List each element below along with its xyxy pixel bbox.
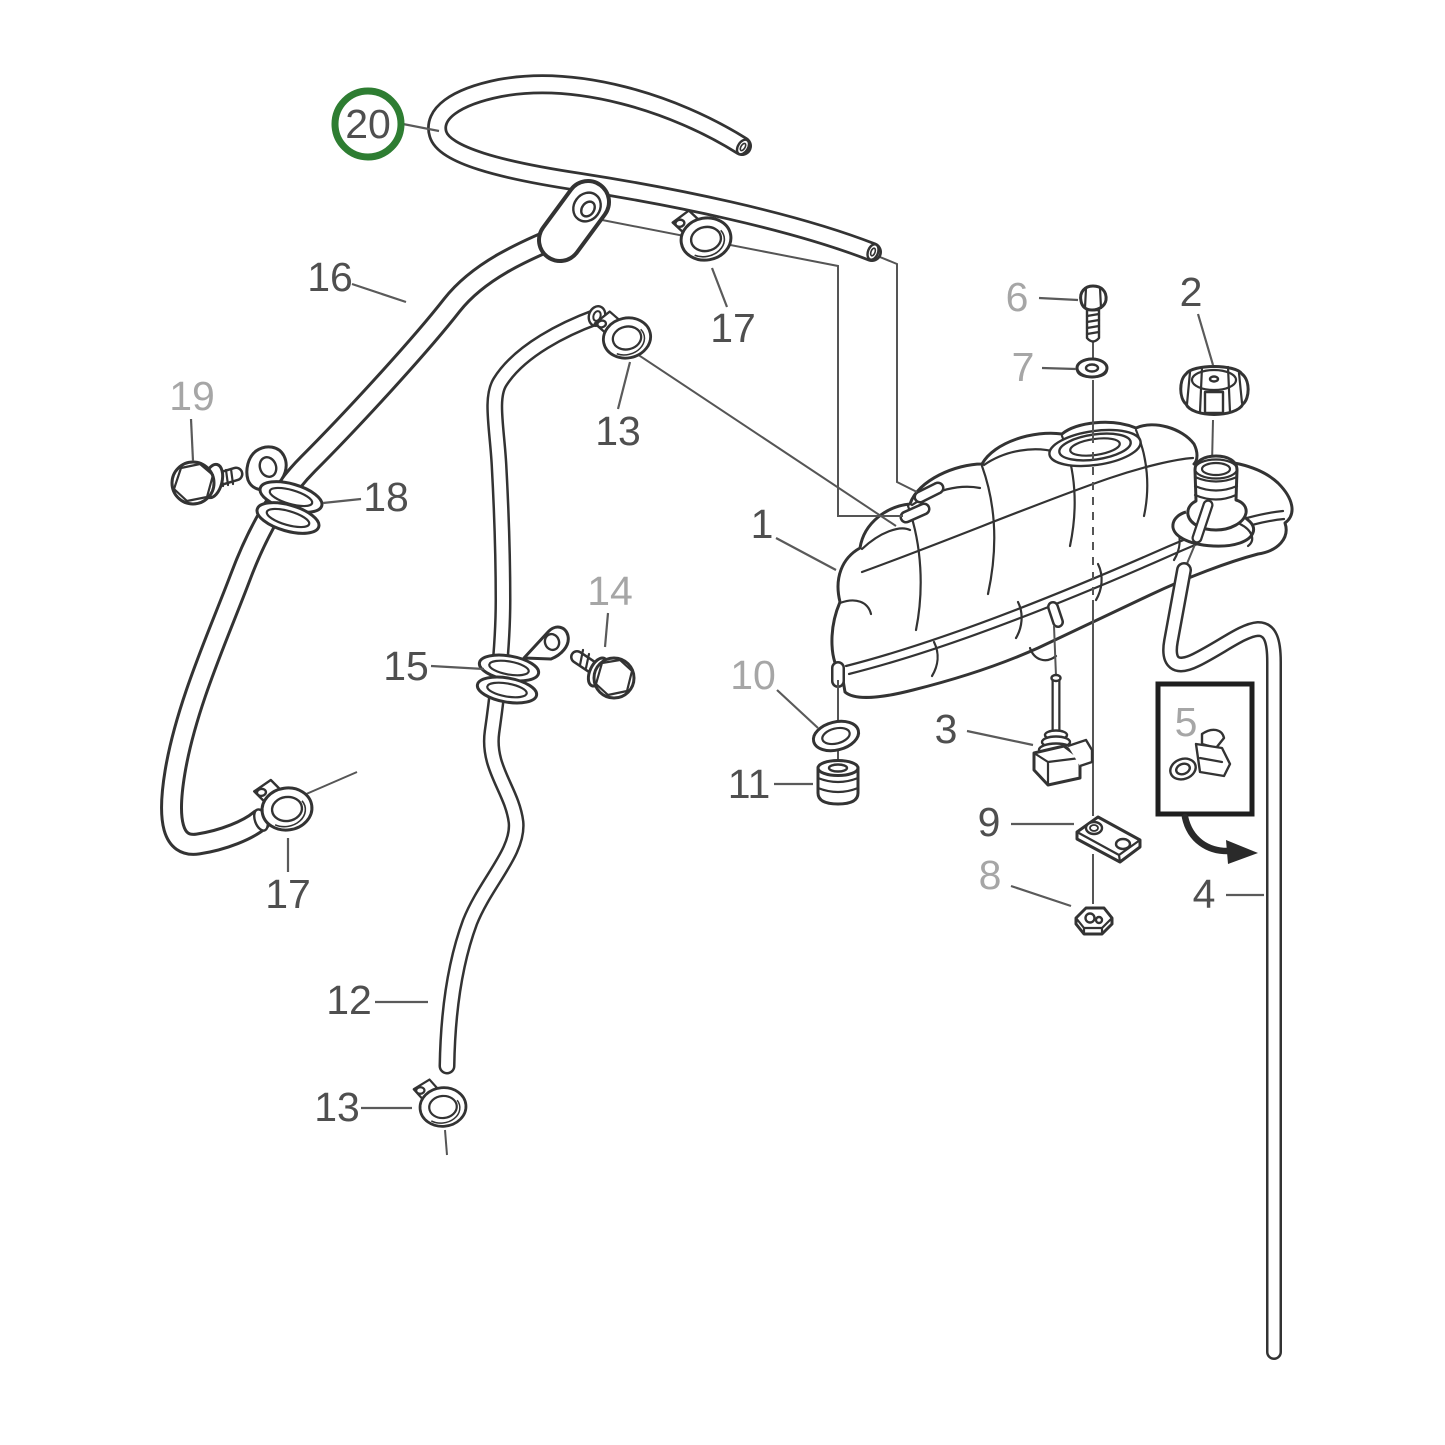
washer-part-7 [1075, 357, 1109, 379]
callout-17-bottom[interactable]: 17 [265, 871, 311, 917]
leader-line-1 [775, 537, 837, 571]
bolt-part-19 [170, 460, 236, 506]
nut-part-8 [1074, 906, 1114, 936]
leader-line-19 [189, 418, 195, 462]
leader-line-18 [322, 497, 362, 505]
bracket-part-18 [245, 445, 324, 535]
callout-20[interactable]: 20 [345, 101, 391, 147]
callout-10[interactable]: 10 [730, 652, 776, 698]
bolt-part-14 [577, 648, 636, 700]
bolt-part-6 [1079, 284, 1108, 343]
leader-line-3 [966, 729, 1034, 747]
leader-line-10 [776, 689, 819, 729]
callout-6[interactable]: 6 [1006, 274, 1029, 320]
callout-17-top[interactable]: 17 [710, 305, 756, 351]
callout-9[interactable]: 9 [978, 799, 1001, 845]
callout-14[interactable]: 14 [587, 568, 633, 614]
callout-1[interactable]: 1 [751, 501, 774, 547]
callout-4[interactable]: 4 [1193, 871, 1216, 917]
callout-13-top[interactable]: 13 [595, 408, 641, 454]
callout-11[interactable]: 11 [728, 761, 771, 807]
leader-line-20 [402, 122, 440, 133]
retainer-plate-part-9 [1075, 815, 1142, 864]
callout-3[interactable]: 3 [935, 706, 958, 752]
leader-line-7 [1041, 366, 1077, 371]
plug-part-11 [816, 759, 860, 806]
leader-line-8 [1010, 884, 1072, 908]
detail-box-part-5 [1155, 681, 1258, 864]
highlight-circle-20 [331, 87, 405, 161]
callout-7[interactable]: 7 [1012, 344, 1035, 390]
leader-line-16 [351, 282, 407, 304]
breather-hose-part-20 [437, 84, 880, 261]
callout-8[interactable]: 8 [979, 852, 1002, 898]
install-direction-arrow [1181, 813, 1234, 855]
callout-5[interactable]: 5 [1175, 699, 1198, 745]
clip-part-5-drawing [1169, 728, 1232, 781]
callout-15[interactable]: 15 [383, 643, 429, 689]
callout-18[interactable]: 18 [363, 474, 409, 520]
callout-2[interactable]: 2 [1180, 269, 1203, 315]
leader-line-13-top [616, 361, 632, 410]
level-sensor-part-3 [1032, 673, 1094, 787]
callout-19[interactable]: 19 [169, 373, 215, 419]
leader-line-14 [603, 612, 610, 648]
leader-line-6 [1038, 296, 1079, 302]
filler-neck [1171, 454, 1256, 548]
overflow-hose-part-4 [1170, 570, 1274, 1352]
hose-clamp-13-bottom [411, 1075, 469, 1131]
grommet-part-15 [475, 625, 570, 705]
seal-ring-part-10 [811, 719, 861, 753]
filler-cap-part-2 [1179, 365, 1250, 416]
callout-12[interactable]: 12 [326, 977, 372, 1023]
leader-line-17-top [710, 267, 729, 308]
callout-13-bottom[interactable]: 13 [314, 1084, 360, 1130]
leader-line-15 [430, 664, 485, 671]
callout-16[interactable]: 16 [307, 254, 353, 300]
leader-line-2 [1196, 313, 1215, 366]
